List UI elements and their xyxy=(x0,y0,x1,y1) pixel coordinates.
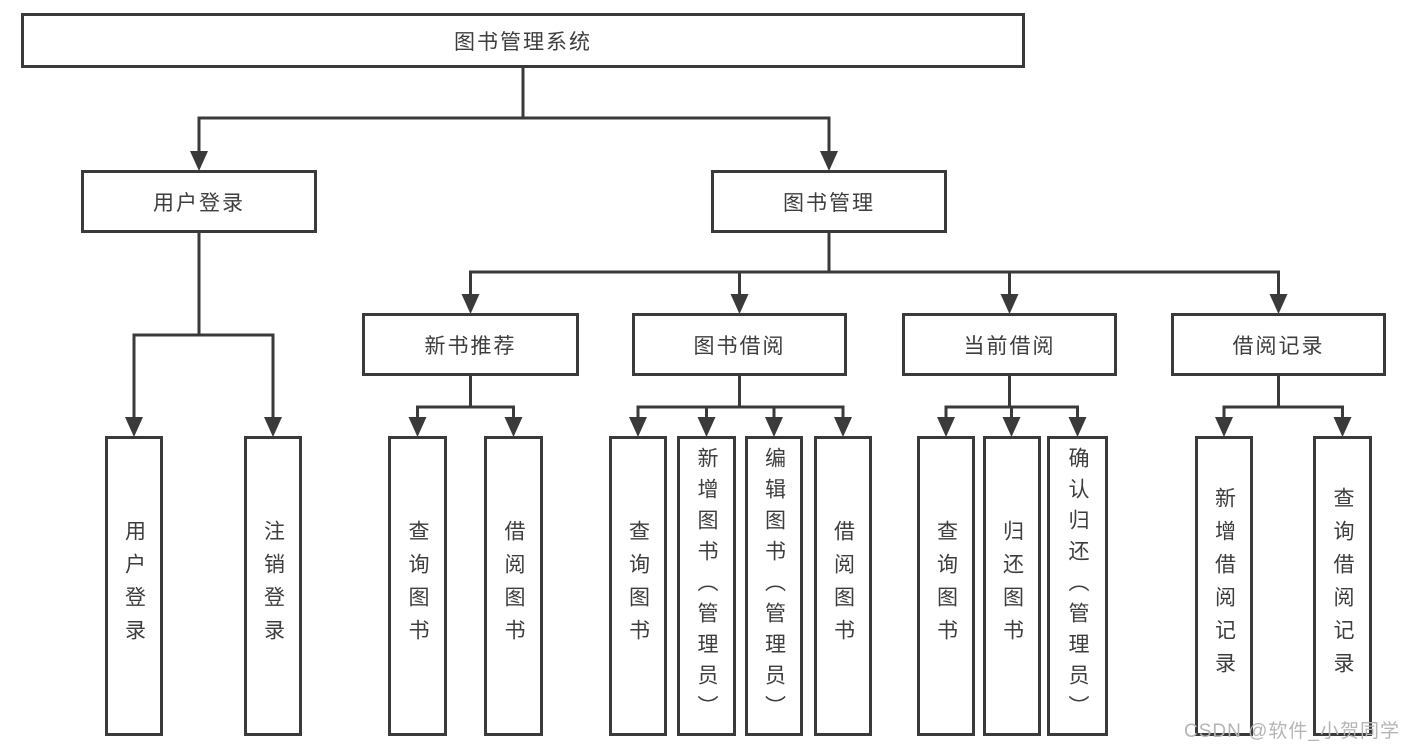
leaf-edit-books-admin: 编辑图书（管理员） xyxy=(745,436,803,736)
node-book-management: 图书管理 xyxy=(711,170,947,233)
node-label: 用户登录 xyxy=(122,520,146,652)
leaf-return-books: 归还图书 xyxy=(983,436,1041,736)
node-label: 编辑图书（管理员） xyxy=(762,446,786,726)
leaf-borrow-books-1: 借阅图书 xyxy=(484,436,543,736)
leaf-logout: 注销登录 xyxy=(244,436,302,736)
node-label: 查询图书 xyxy=(626,520,650,652)
node-label: 图书管理系统 xyxy=(454,30,592,54)
node-book-borrowing: 图书借阅 xyxy=(632,313,847,376)
node-new-book-recommend: 新书推荐 xyxy=(362,313,579,376)
node-label: 确认归还（管理员） xyxy=(1066,446,1089,726)
node-borrowing-records: 借阅记录 xyxy=(1171,313,1386,376)
node-label: 图书管理 xyxy=(783,191,875,215)
node-library-management-system: 图书管理系统 xyxy=(21,13,1025,68)
node-label: 注销登录 xyxy=(261,520,285,652)
node-label: 查询借阅记录 xyxy=(1331,487,1354,685)
leaf-query-borrow-record: 查询借阅记录 xyxy=(1313,436,1372,736)
node-label: 借阅图书 xyxy=(831,520,855,652)
node-label: 查询图书 xyxy=(934,520,958,652)
csdn-watermark: CSDN @软件_小贺同学 xyxy=(1184,721,1400,742)
node-label: 当前借阅 xyxy=(963,334,1056,358)
node-label: 查询图书 xyxy=(406,520,429,652)
leaf-add-borrow-record: 新增借阅记录 xyxy=(1195,436,1253,736)
leaf-query-books-2: 查询图书 xyxy=(609,436,667,736)
node-label: 图书借阅 xyxy=(693,334,786,358)
leaf-query-books-1: 查询图书 xyxy=(388,436,447,736)
leaf-user-login: 用户登录 xyxy=(105,436,163,736)
node-label: 新增图书（管理员） xyxy=(695,446,718,726)
node-current-borrowing: 当前借阅 xyxy=(902,313,1117,376)
leaf-borrow-books-2: 借阅图书 xyxy=(814,436,872,736)
node-label: 归还图书 xyxy=(1000,520,1024,652)
node-label: 借阅记录 xyxy=(1232,334,1325,358)
node-user-login: 用户登录 xyxy=(81,170,317,233)
node-label: 用户登录 xyxy=(153,191,245,215)
leaf-confirm-return-admin: 确认归还（管理员） xyxy=(1047,436,1108,736)
node-label: 新增借阅记录 xyxy=(1212,487,1236,685)
node-label: 新书推荐 xyxy=(424,334,517,358)
node-label: 借阅图书 xyxy=(502,520,525,652)
leaf-query-books-3: 查询图书 xyxy=(917,436,975,736)
leaf-add-books-admin: 新增图书（管理员） xyxy=(677,436,736,736)
